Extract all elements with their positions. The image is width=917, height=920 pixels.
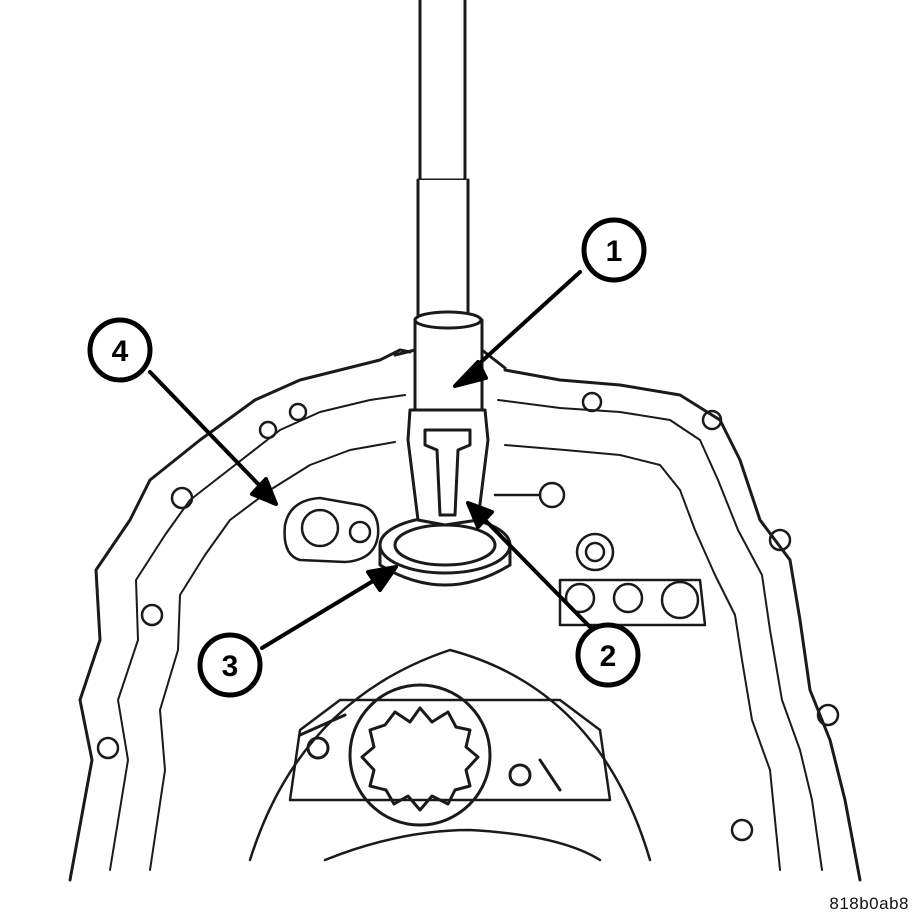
splined-bore <box>298 683 562 827</box>
callout-1-label: 1 <box>606 235 623 268</box>
callout-2: 2 <box>575 622 641 688</box>
leader-arrows <box>148 270 592 650</box>
figure-code: 818b0ab8 <box>829 894 909 913</box>
callout-3: 3 <box>197 632 263 698</box>
seal-remover-head <box>393 348 507 527</box>
left-boss <box>283 496 380 564</box>
callout-1: 1 <box>581 217 647 283</box>
lower-housing <box>248 648 652 862</box>
callout-4: 4 <box>87 317 153 383</box>
case-outer-outline <box>68 348 862 882</box>
right-bosses <box>493 481 707 627</box>
callout-2-label: 2 <box>600 640 617 673</box>
bolt-holes <box>96 391 840 842</box>
callout-4-label: 4 <box>112 335 129 368</box>
case-flange-outline <box>109 394 823 871</box>
case-inner-rim <box>149 441 781 871</box>
tool-rod <box>413 0 484 412</box>
callout-3-label: 3 <box>222 650 239 683</box>
